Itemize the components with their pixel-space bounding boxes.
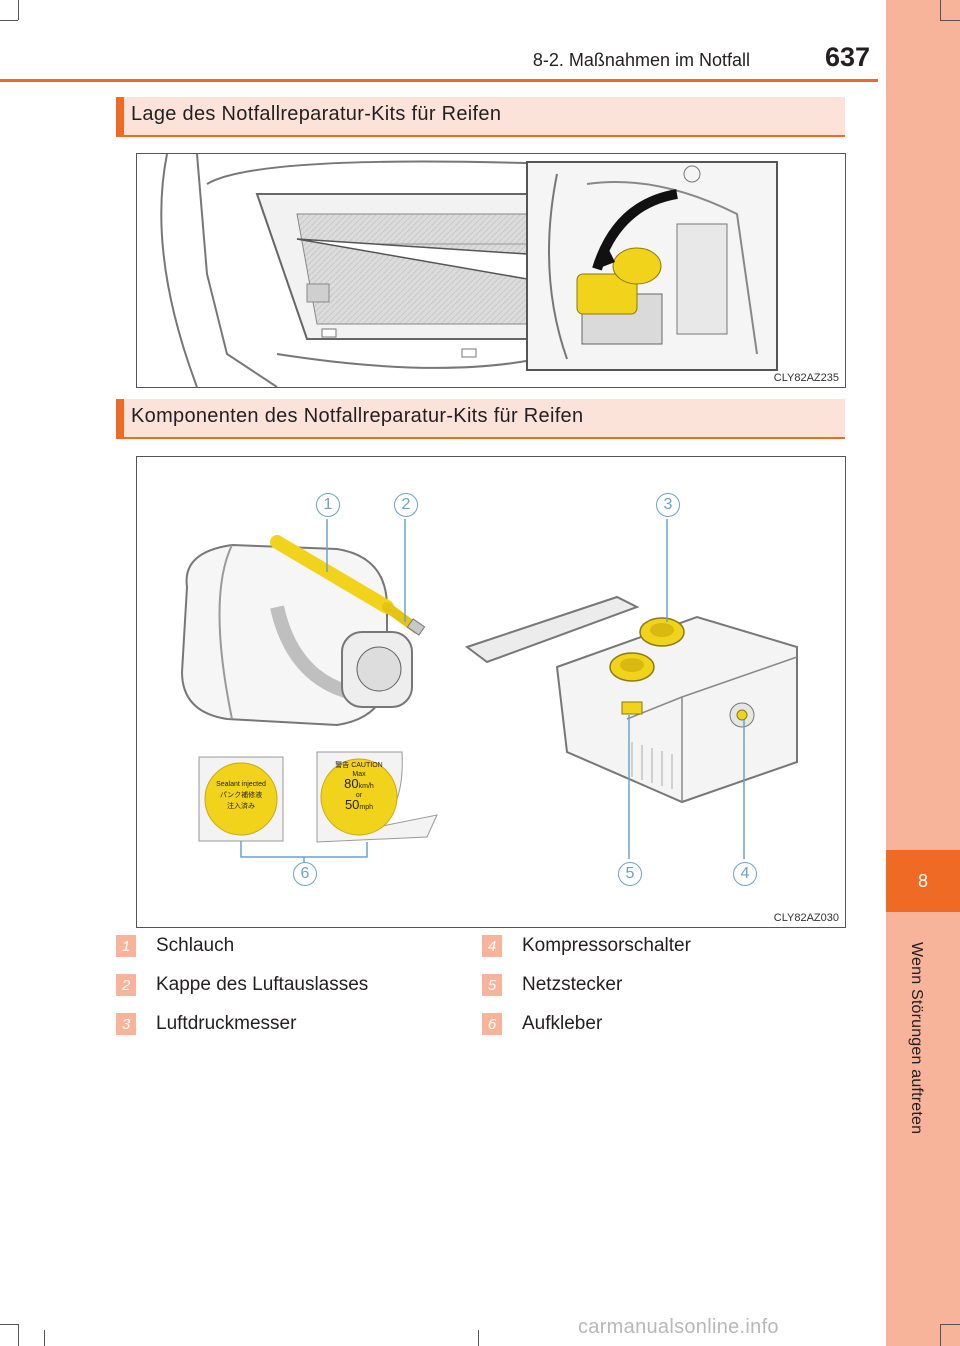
heading-accent-bar <box>116 97 124 135</box>
crop-mark <box>478 1330 479 1346</box>
legend-number: 4 <box>482 935 502 957</box>
sticker-speed-mph: 50 <box>344 797 360 812</box>
legend-number: 5 <box>482 974 502 996</box>
kit-components-figure: Sealant injected パンク補修液 注入済み 警告 CAUTION … <box>136 456 846 928</box>
legend-number: 3 <box>116 1013 136 1035</box>
sticker-or: or <box>355 792 363 799</box>
crop-mark <box>940 1324 941 1346</box>
chapter-side-tab <box>886 0 960 1346</box>
legend-item: 6 Aufkleber <box>482 1010 602 1038</box>
sticker-line: Sealant injected <box>216 781 266 788</box>
sticker-unit-kmh: km/h <box>358 783 374 790</box>
crop-mark <box>18 1324 19 1346</box>
sticker-speed-kmh: 80 <box>344 776 359 791</box>
legend-label: Netzstecker <box>522 974 623 995</box>
section-title: Lage des Notfallreparatur-Kits für Reife… <box>131 103 502 125</box>
trunk-location-figure: CLY82AZ235 <box>136 153 846 388</box>
crop-mark <box>940 20 960 21</box>
crop-mark <box>0 1324 18 1325</box>
sticker-warning: 警告 CAUTION <box>335 762 383 769</box>
legend-label: Luftdruckmesser <box>156 1013 297 1034</box>
crop-mark <box>0 20 18 21</box>
sticker-speed-limit: 警告 CAUTION Max 80km/h or 50mph <box>327 761 391 812</box>
crop-mark <box>940 0 941 20</box>
legend-label: Kappe des Luftauslasses <box>156 974 369 995</box>
section-heading-location: Lage des Notfallreparatur-Kits für Reife… <box>116 97 845 137</box>
legend-item: 4 Kompressorschalter <box>482 932 691 960</box>
legend-item: 5 Netzstecker <box>482 971 622 999</box>
sticker-line: パンク補修液 <box>219 792 263 799</box>
legend-number: 1 <box>116 935 136 957</box>
crop-mark <box>940 1324 960 1325</box>
kit-illustration <box>180 519 798 862</box>
section-heading-components: Komponenten des Notfallreparatur-Kits fü… <box>116 399 845 439</box>
legend-number: 2 <box>116 974 136 996</box>
heading-accent-bar <box>116 399 124 437</box>
trunk-illustration <box>160 153 778 388</box>
callout-1: 1 <box>316 493 340 517</box>
page-number: 637 <box>824 42 870 72</box>
watermark: carmanualsonline.info <box>578 1316 779 1338</box>
page-header: 8-2. Maßnahmen im Notfall 637 <box>0 38 878 78</box>
callout-3: 3 <box>656 493 680 517</box>
legend-item: 3 Luftdruckmesser <box>116 1010 296 1038</box>
sticker-speed-row: 80km/h <box>327 776 391 791</box>
callout-4: 4 <box>733 862 757 886</box>
section-title: Komponenten des Notfallreparatur-Kits fü… <box>131 405 584 427</box>
sticker-sealant-injected: Sealant injected パンク補修液 注入済み <box>209 779 273 812</box>
callout-2: 2 <box>394 493 418 517</box>
sticker-line: 注入済み <box>227 803 255 810</box>
legend-label: Schlauch <box>156 935 235 956</box>
legend-label: Kompressorschalter <box>522 935 691 956</box>
figure-code: CLY82AZ030 <box>773 912 839 924</box>
chapter-number: 8 <box>886 850 960 912</box>
legend-item: 2 Kappe des Luftauslasses <box>116 971 368 999</box>
sticker-speed-row: 50mph <box>327 797 391 812</box>
callout-6: 6 <box>293 862 317 886</box>
legend-number: 6 <box>482 1013 502 1035</box>
section-reference: 8-2. Maßnahmen im Notfall <box>532 50 750 70</box>
header-rule <box>0 79 878 82</box>
crop-mark <box>18 0 19 20</box>
legend-label: Aufkleber <box>522 1013 603 1034</box>
chapter-title: Wenn Störungen auftreten <box>908 942 925 1135</box>
figure-code: CLY82AZ235 <box>773 372 839 384</box>
sticker-unit-mph: mph <box>359 804 374 811</box>
callout-5: 5 <box>618 862 642 886</box>
sticker-max: Max <box>352 771 366 778</box>
legend-item: 1 Schlauch <box>116 932 234 960</box>
crop-mark <box>44 1330 45 1346</box>
